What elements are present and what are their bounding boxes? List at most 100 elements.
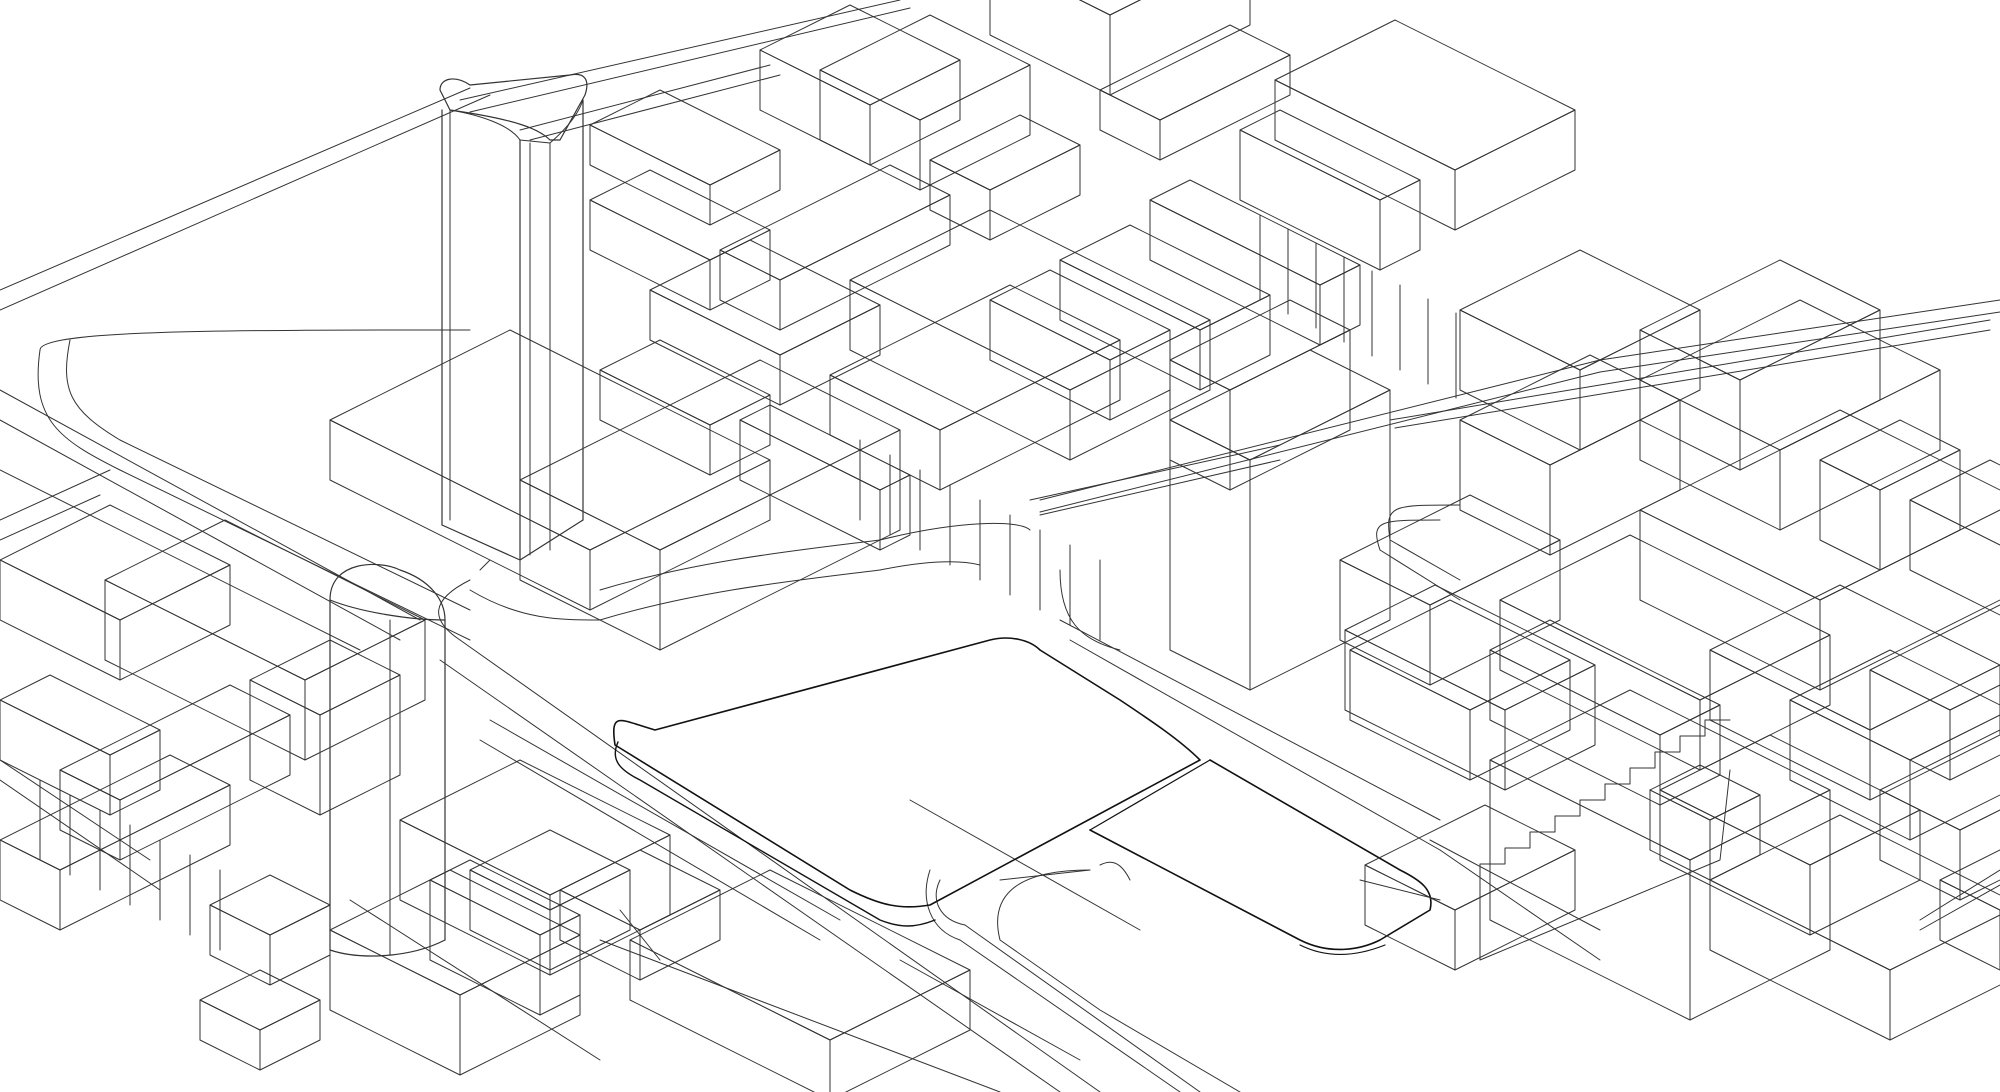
road-line-13 — [0, 419, 401, 641]
bldg-south-2 — [1344, 584, 1596, 791]
bldg-east-15-roof — [1709, 584, 2000, 731]
bldg-southwest-7-face-right — [269, 904, 331, 986]
bldg-east-2-face-left — [1239, 129, 1381, 271]
bldg-east-17 — [1869, 604, 2000, 781]
bldg-southwest-1-roof — [104, 519, 426, 681]
road-line-42 — [1059, 569, 1121, 651]
bldg-west-1-face-left — [0, 559, 121, 681]
bldg-east-10-face-left — [1639, 329, 1741, 471]
bldg-mid-9 — [1059, 224, 1271, 391]
bldg-southwest-2-roof — [249, 639, 401, 716]
bldg-east-7 — [1489, 619, 1721, 806]
bldg-north-2-roof — [819, 14, 1031, 121]
road-line-25 — [479, 739, 821, 941]
road-line-30 — [1029, 444, 1281, 501]
bldg-southwest-8 — [329, 869, 581, 1076]
road-line-40 — [1379, 549, 1461, 601]
bldg-southeast-3-face-left — [1709, 879, 1891, 1041]
bldg-southwest-2-face-right — [319, 674, 401, 816]
bldg-mid-4-face-right — [989, 144, 1081, 241]
bldg-east-4 — [1339, 494, 1561, 686]
bldg-east-18 — [1879, 729, 2000, 901]
bldg-mid-8-face-left — [989, 299, 1111, 421]
bldg-east-8 — [1349, 599, 1571, 781]
bldg-north-1 — [759, 4, 961, 166]
bldg-east-3-face-right — [1229, 329, 1351, 491]
bldg-southeast-3-face-right — [1889, 914, 2000, 1041]
bldg-mid-8-face-right — [1109, 329, 1171, 421]
bldg-east-19 — [1939, 849, 2000, 971]
bldg-east-19-face-left — [1939, 879, 2000, 971]
road-line-46 — [935, 879, 966, 926]
site-plaza-east-parcel — [1089, 759, 1432, 951]
bldg-east-10-face-right — [1739, 309, 1881, 471]
bldg-south-lower — [629, 869, 971, 1092]
bldg-east-11-face-right — [1699, 634, 1831, 771]
bldg-east-1-face-right — [1454, 109, 1576, 231]
bldg-south-lower-face-right — [829, 969, 971, 1092]
road-line-11 — [119, 439, 471, 611]
road-line-18 — [599, 569, 881, 621]
bldg-mid-2-roof — [589, 169, 771, 261]
bldg-east-tall-roof — [1169, 349, 1391, 461]
bldg-east-16-roof — [1789, 649, 2000, 761]
bldg-southeast-3-roof — [1709, 814, 2000, 971]
bldg-southwest-5 — [559, 849, 721, 981]
road-line-4 — [469, 7, 911, 113]
road-line-23 — [439, 659, 1061, 1092]
road-line-26 — [599, 939, 1001, 1092]
road-line-36 — [1389, 319, 1991, 421]
cylinder-tower-rim — [329, 599, 446, 621]
bldg-southwest-5-face-right — [639, 889, 721, 981]
bldg-east-6-face-right — [1549, 399, 1681, 556]
bldg-southwest-9-face-left — [0, 839, 61, 931]
bldg-mid-9-face-right — [1199, 294, 1271, 391]
site-plaza-outline — [613, 637, 1201, 908]
bldg-east-6 — [1459, 354, 1681, 556]
bldg-southwest-9 — [0, 754, 231, 931]
bldg-mid-1 — [589, 89, 781, 226]
bldg-east-11-roof — [1499, 534, 1831, 701]
road-line-58 — [0, 759, 151, 861]
road-line-28 — [909, 799, 1141, 931]
bldg-southwest-5-face-left — [559, 889, 641, 981]
road-line-45 — [925, 869, 961, 941]
bldg-southwest-6-face-left — [429, 879, 541, 1016]
bldg-east-4-face-right — [1429, 539, 1561, 686]
road-line-51 — [1429, 839, 1601, 931]
bldg-east-16-face-right — [1909, 714, 2000, 841]
bldg-southwest-9-face-right — [59, 784, 231, 931]
bldg-east-4-roof — [1339, 494, 1561, 606]
bldg-east-14 — [1909, 459, 2000, 616]
bldg-south-lower-2 — [199, 969, 321, 1071]
bldg-east-tall — [1169, 349, 1391, 691]
road-line-7 — [39, 329, 471, 351]
bldg-east-10 — [1639, 259, 1881, 471]
bldg-east-12 — [1639, 409, 2000, 691]
bldg-southeast-4-face-left — [1649, 789, 1711, 881]
bldg-southwest-10-face-right — [119, 714, 291, 861]
bldg-mid-12 — [599, 339, 771, 476]
cylinder-tower-top — [329, 563, 446, 621]
bldg-north-3-face-left — [989, 0, 1111, 96]
site-plaza-edge — [614, 741, 936, 927]
road-line-43 — [1059, 619, 1441, 821]
bldg-mid-11-face-left — [739, 419, 881, 551]
bldg-mid-4-roof — [929, 114, 1081, 191]
bldg-mid-3-face-right — [779, 194, 951, 331]
bldg-north-3 — [989, 0, 1251, 96]
bldg-mid-6 — [849, 209, 1211, 461]
bldg-east-7-face-right — [1659, 704, 1721, 806]
bldg-east-1-roof — [1274, 19, 1576, 171]
road-line-9 — [66, 339, 121, 441]
bldg-mid-1-face-left — [589, 124, 711, 226]
road-line-22 — [459, 639, 1101, 1092]
stepped-building-body — [1479, 769, 1731, 961]
bldg-mid-6-roof — [849, 209, 1211, 391]
road-line-8 — [37, 349, 121, 471]
road-line-3 — [459, 0, 901, 101]
bldg-east-2 — [1239, 109, 1421, 271]
bldg-east-1 — [1274, 19, 1576, 231]
